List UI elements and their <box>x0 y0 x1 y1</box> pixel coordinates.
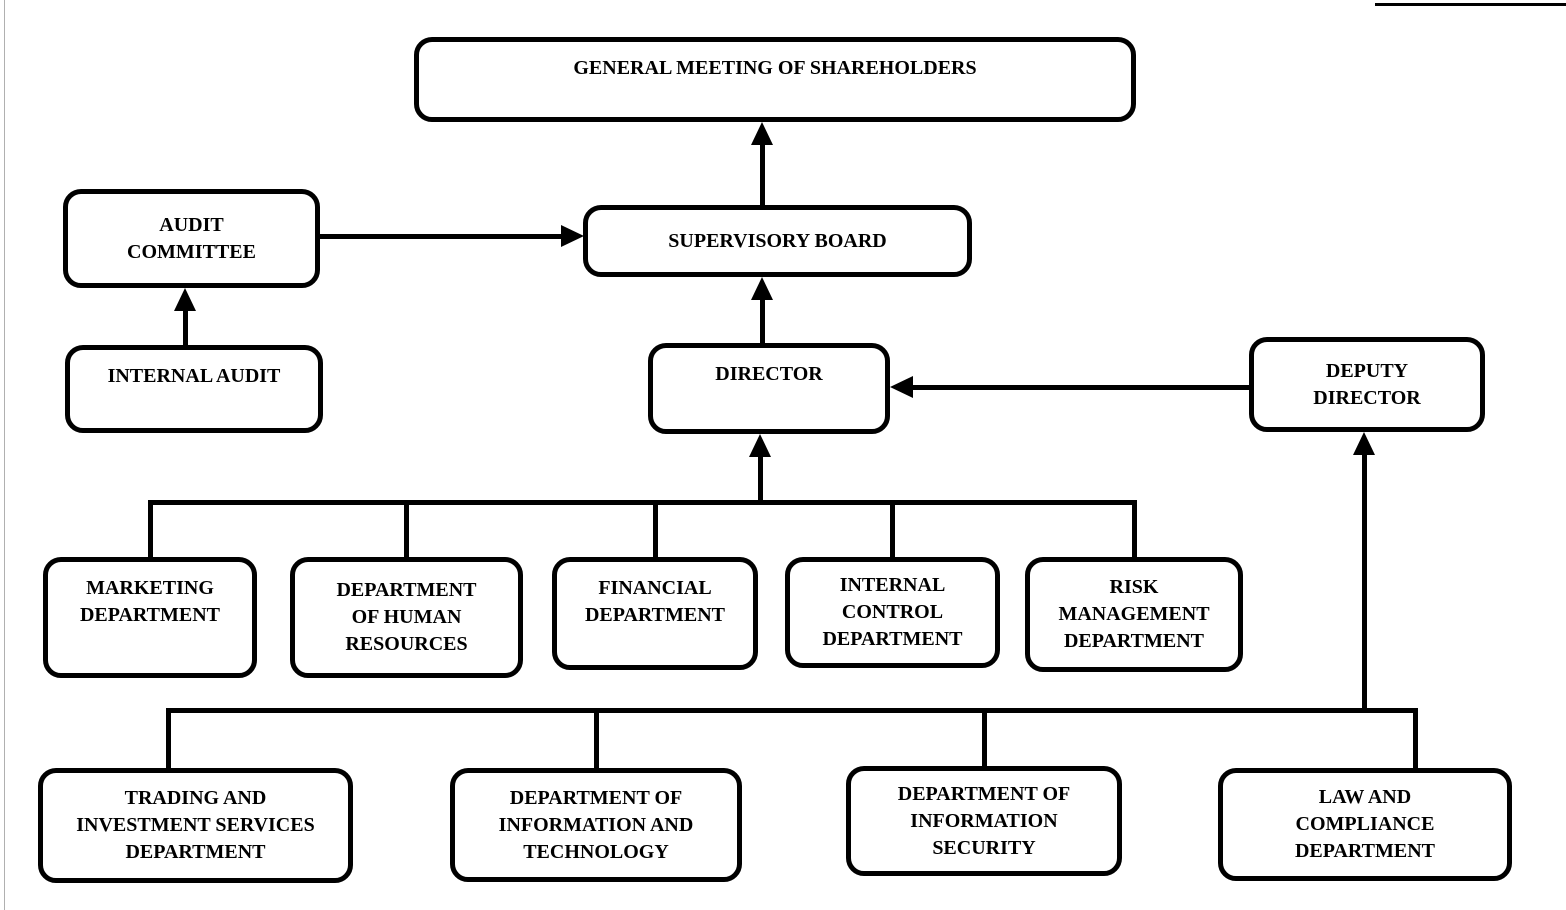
edge-bus-to-law-compliance <box>1413 708 1418 768</box>
arrowhead-director-to-supervisory <box>751 277 773 300</box>
edge-bus-to-information-security <box>982 708 987 768</box>
node-audit-committee: AUDIT COMMITTEE <box>63 189 320 288</box>
node-supervisory-board: SUPERVISORY BOARD <box>583 205 972 277</box>
arrowhead-bus-to-deputy-director <box>1353 432 1375 455</box>
arrowhead-bus-to-director <box>749 434 771 457</box>
edge-bus-to-information-technology <box>594 708 599 768</box>
edge-bus-to-marketing <box>148 500 153 557</box>
node-human-resources-department: DEPARTMENT OF HUMAN RESOURCES <box>290 557 523 678</box>
node-deputy-director: DEPUTY DIRECTOR <box>1249 337 1485 432</box>
node-director: DIRECTOR <box>648 343 890 434</box>
node-internal-audit: INTERNAL AUDIT <box>65 345 323 433</box>
arrowhead-supervisory-to-meeting <box>751 122 773 145</box>
edge-bus-to-internal-control <box>890 500 895 557</box>
edge-bus-to-risk-management <box>1132 500 1137 557</box>
node-marketing-department: MARKETING DEPARTMENT <box>43 557 257 678</box>
edge-bus-to-director <box>758 455 763 503</box>
arrowhead-internal-audit-to-committee <box>174 288 196 311</box>
node-information-security-department: DEPARTMENT OF INFORMATION SECURITY <box>846 766 1122 876</box>
deputy-departments-bus <box>166 708 1418 713</box>
edge-bus-to-financial <box>653 500 658 557</box>
edge-bus-to-deputy-director <box>1362 453 1367 713</box>
edge-bus-to-trading <box>166 708 171 768</box>
arrowhead-deputy-to-director <box>890 376 913 398</box>
node-law-compliance-department: LAW AND COMPLIANCE DEPARTMENT <box>1218 768 1512 881</box>
edge-supervisory-to-meeting <box>760 143 765 205</box>
page-top-right-rule <box>1375 3 1566 6</box>
director-departments-bus <box>148 500 1137 505</box>
edge-director-to-supervisory <box>760 298 765 343</box>
node-trading-investment-department: TRADING AND INVESTMENT SERVICES DEPARTME… <box>38 768 353 883</box>
page-left-edge-line <box>4 0 5 910</box>
arrowhead-audit-committee-to-supervisory <box>561 225 584 247</box>
node-information-technology-department: DEPARTMENT OF INFORMATION AND TECHNOLOGY <box>450 768 742 882</box>
edge-deputy-to-director <box>911 385 1249 390</box>
edge-bus-to-human-resources <box>404 500 409 557</box>
edge-internal-audit-to-committee <box>183 309 188 345</box>
node-risk-management-department: RISK MANAGEMENT DEPARTMENT <box>1025 557 1243 672</box>
node-general-meeting: GENERAL MEETING OF SHAREHOLDERS <box>414 37 1136 122</box>
node-internal-control-department: INTERNAL CONTROL DEPARTMENT <box>785 557 1000 668</box>
node-financial-department: FINANCIAL DEPARTMENT <box>552 557 758 670</box>
edge-audit-committee-to-supervisory <box>320 234 563 239</box>
